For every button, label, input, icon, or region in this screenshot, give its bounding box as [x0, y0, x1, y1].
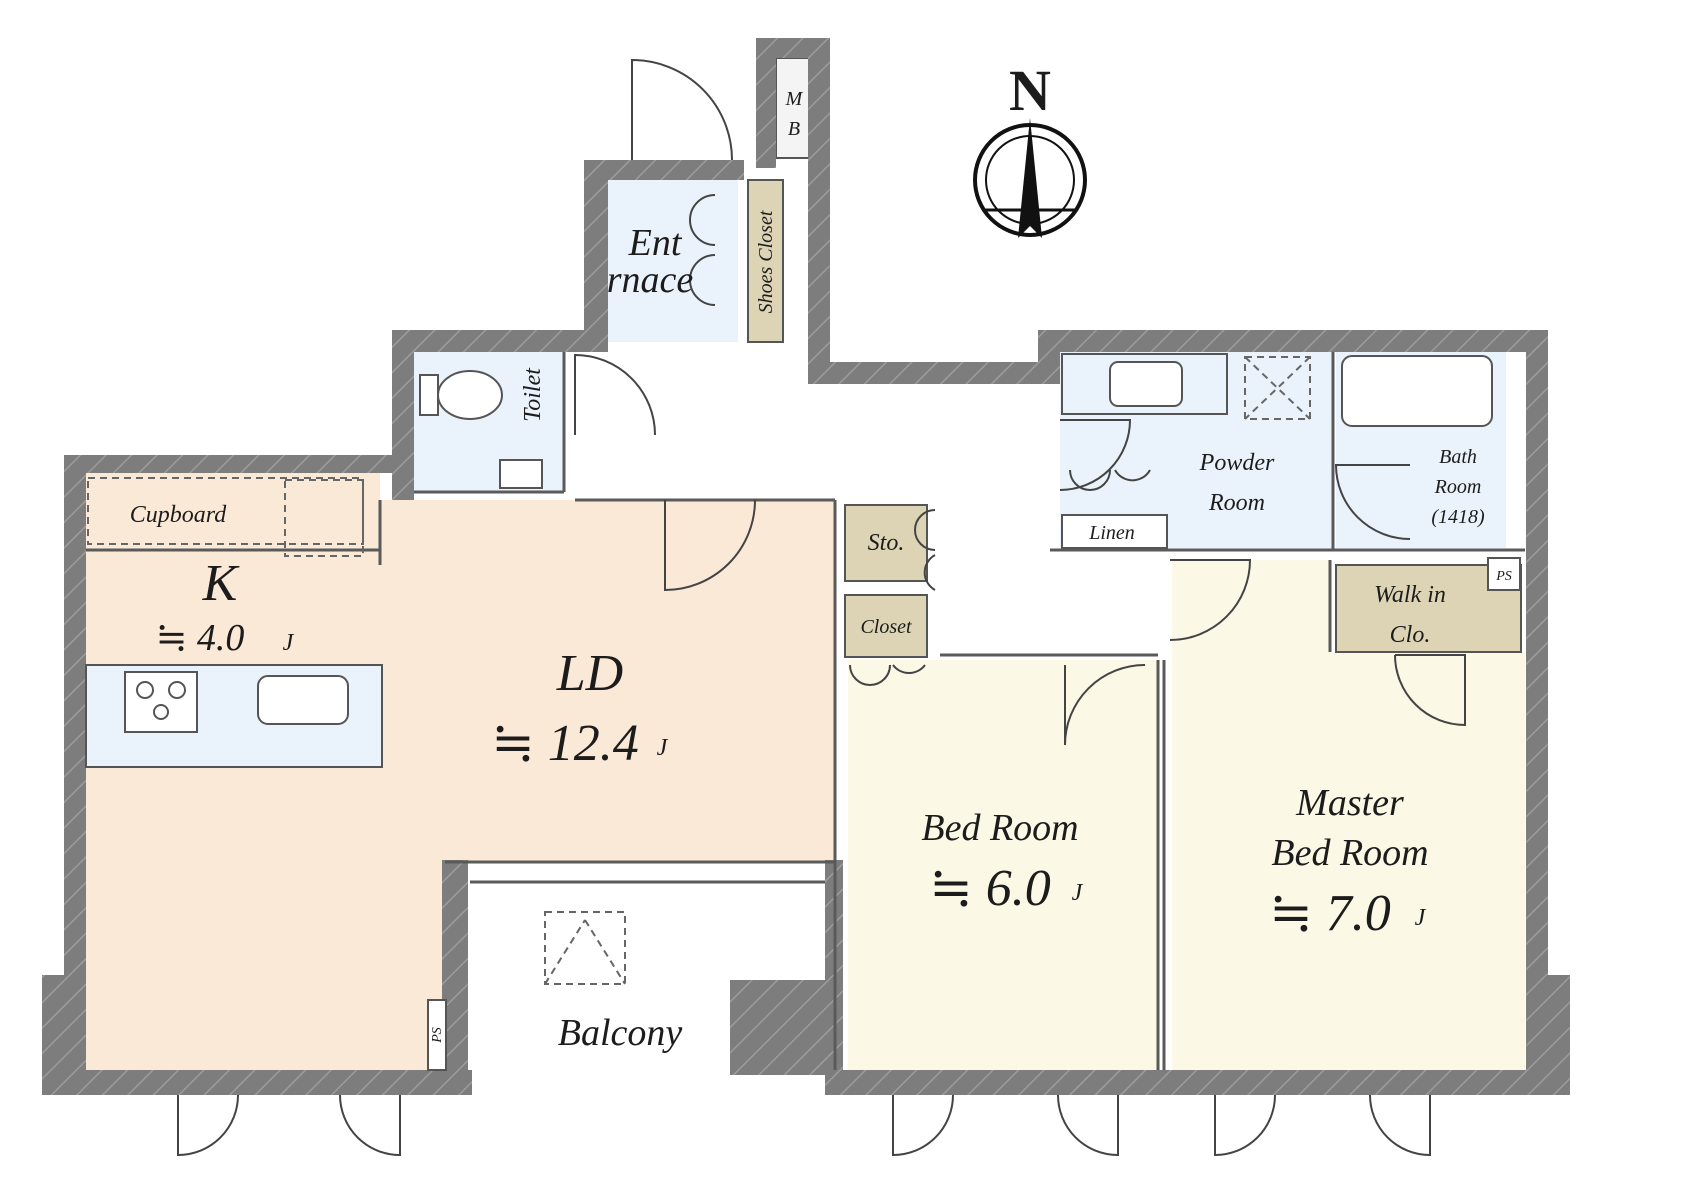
- walk-in-closet-line1: Walk in: [1374, 582, 1446, 608]
- ld-kitchen-floor: [86, 470, 835, 1070]
- entrance-floor: [608, 180, 738, 342]
- kitchen-size: ≒ 4.0: [156, 617, 245, 659]
- master-bedroom-line2: Bed Room: [1271, 832, 1428, 874]
- washer-outline: [1244, 356, 1311, 420]
- bedroom-name: Bed Room: [921, 807, 1078, 849]
- powder-room-line1: Powder: [1199, 450, 1275, 476]
- doors: [177, 58, 1466, 1157]
- burner: [153, 704, 169, 720]
- master-bedroom-floor: [1172, 560, 1525, 1070]
- powder-room-line2: Room: [1208, 490, 1265, 516]
- burner: [168, 681, 186, 699]
- entrance-label-line1: Ent: [628, 222, 683, 264]
- walk-in-closet-line2: Clo.: [1390, 622, 1431, 648]
- ps-top-label: PS: [1495, 569, 1512, 584]
- cupboard-label: Cupboard: [130, 502, 227, 528]
- toilet-tank: [419, 374, 439, 416]
- interior-walls: [86, 352, 1525, 1070]
- compass-label: N: [1009, 58, 1051, 123]
- bath-room-line3: (1418): [1431, 506, 1485, 528]
- shoes-closet-label: Shoes Closet: [755, 210, 777, 313]
- kitchen-unit: J: [283, 630, 295, 656]
- north-arrow-icon: [1018, 118, 1042, 238]
- stove: [124, 671, 198, 733]
- shoes-closet-floor: [747, 179, 784, 343]
- storage-label: Sto.: [868, 530, 905, 556]
- toilet-sink: [499, 459, 543, 489]
- linen-label: Linen: [1088, 522, 1135, 544]
- toilet-bowl: [437, 370, 503, 420]
- compass: [973, 118, 1087, 238]
- ps-top-box: [1487, 557, 1521, 591]
- bath-room-line1: Bath: [1439, 446, 1477, 468]
- ld-size: ≒ 12.4: [491, 715, 639, 772]
- sink: [257, 675, 349, 725]
- kitchen-name: K: [202, 555, 240, 612]
- bedroom-unit: J: [1072, 880, 1084, 906]
- cupboard-outline: [87, 477, 364, 545]
- vanity-basin: [1109, 361, 1183, 407]
- hallway-floor: [575, 350, 1158, 655]
- burner: [136, 681, 154, 699]
- master-bedroom-size: ≒ 7.0: [1269, 885, 1391, 942]
- ps-bottom-label: PS: [430, 1027, 445, 1044]
- linen-box: [1061, 514, 1168, 549]
- closet-label: Closet: [860, 616, 912, 638]
- balcony-unit-outline: [544, 911, 626, 985]
- master-bedroom-line1: Master: [1295, 782, 1404, 824]
- storage-floor: [844, 504, 928, 582]
- ps-bottom-box: [427, 999, 447, 1071]
- ld-unit: J: [657, 735, 669, 761]
- balcony-label: Balcony: [558, 1012, 683, 1054]
- toilet-label: Toilet: [520, 367, 546, 422]
- bath-room-line2: Room: [1434, 476, 1482, 498]
- fridge-outline: [284, 479, 364, 557]
- mb-label-line1: M: [785, 88, 804, 110]
- closet-floor: [844, 594, 928, 658]
- outer-walls: [42, 38, 1570, 1095]
- bedroom-floor: [848, 660, 1158, 1070]
- entrance-label-line2: rnace: [607, 259, 694, 301]
- ld-name: LD: [556, 645, 623, 702]
- master-bedroom-unit: J: [1415, 905, 1427, 931]
- bedroom-size: ≒ 6.0: [929, 860, 1051, 917]
- mb-label-line2: B: [788, 118, 800, 140]
- bathtub: [1341, 355, 1493, 427]
